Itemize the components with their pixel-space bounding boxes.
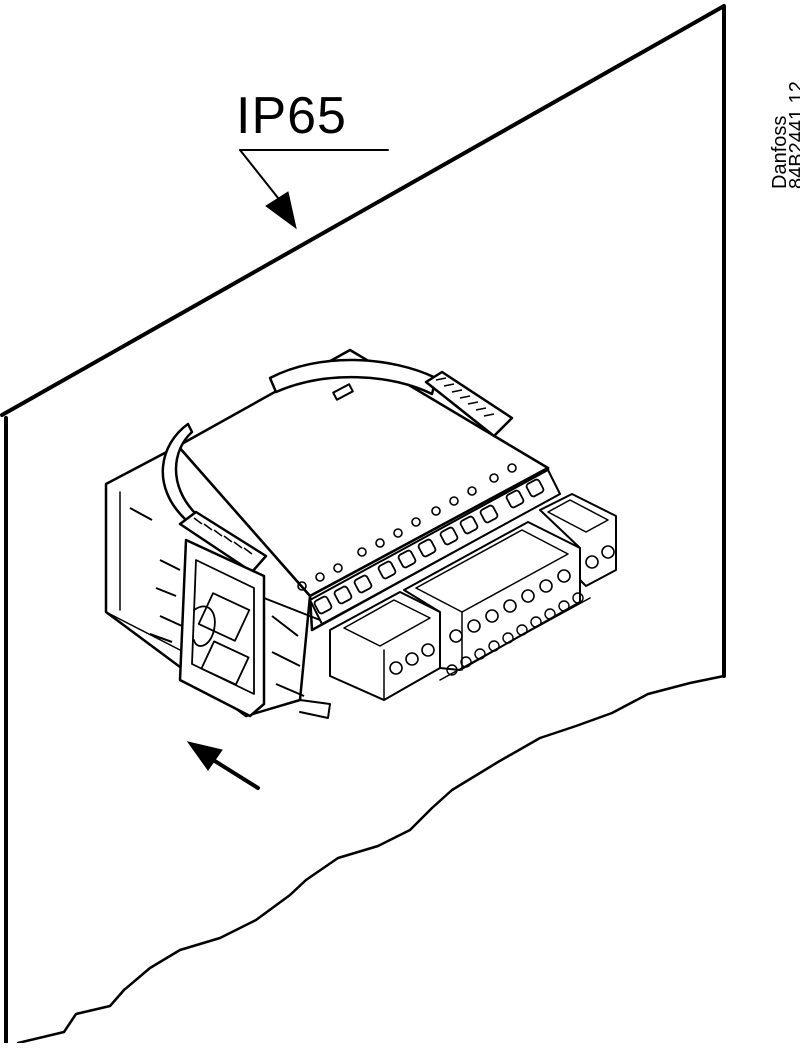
indicator-holes [297, 463, 517, 591]
ip65-leader-arrow [239, 149, 389, 230]
ip-rating-label: IP65 [236, 87, 347, 145]
terminal-block-upper [309, 469, 561, 625]
plug-connector-right [539, 493, 617, 587]
plug-connector-middle [403, 521, 591, 681]
mounting-clip-left [129, 422, 331, 719]
drawing-reference: Danfoss 84B2441.12 [769, 4, 800, 189]
plug-connector-left [329, 591, 441, 701]
insert-direction-arrow [186, 741, 260, 790]
drawing-code: 84B2441.12 [786, 81, 800, 189]
panel-outline [0, 4, 726, 1045]
mounting-clip-top [268, 358, 514, 438]
